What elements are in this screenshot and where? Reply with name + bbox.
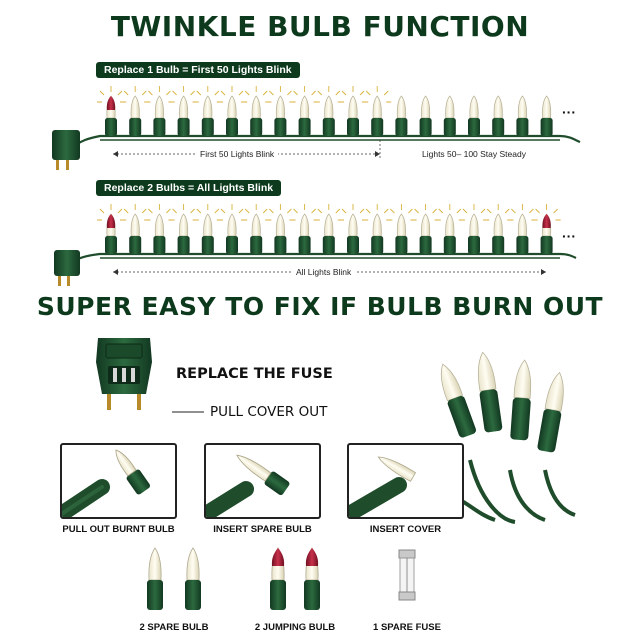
- accessory-caption-jumping-bulb: 2 JUMPING BULB: [254, 622, 336, 633]
- bulb: [435, 204, 464, 254]
- spare-bulbs-icon: [147, 547, 201, 610]
- bulb: [314, 86, 343, 136]
- bulb: [193, 86, 222, 136]
- bulb: [169, 86, 198, 136]
- bulb: [121, 86, 150, 136]
- blinking-bulb: [532, 204, 561, 254]
- bulb: [145, 86, 174, 136]
- blinking-bulb: [97, 86, 125, 136]
- bulb: [193, 204, 222, 254]
- row2-plug-icon: [54, 250, 80, 286]
- pull-cover-label: PULL COVER OUT: [210, 404, 328, 420]
- bulb-cluster-illustration: [440, 351, 576, 524]
- bulb: [339, 204, 367, 254]
- step-cover-panel: [347, 443, 464, 519]
- row1-bulbs: [97, 86, 553, 136]
- accessory-caption-spare-bulb: 2 SPARE BULB: [139, 622, 209, 633]
- bulb: [290, 204, 319, 254]
- bulb: [508, 204, 537, 254]
- bulb: [218, 86, 246, 136]
- bulb: [460, 204, 488, 254]
- insert-cover-icon: [349, 456, 417, 517]
- step-caption-cover: INSERT COVER: [369, 524, 442, 535]
- row1-more-indicator: ···: [562, 104, 576, 120]
- bulb: [339, 86, 367, 136]
- bulb: [411, 204, 440, 254]
- bulb: [443, 95, 456, 136]
- bulb: [540, 95, 553, 136]
- blinking-bulb: [97, 204, 125, 254]
- pull-out-bulb-icon: [62, 449, 150, 517]
- jumping-bulbs-icon: [270, 547, 320, 610]
- insert-bulb-icon: [206, 454, 290, 517]
- row1-label-steady: Lights 50– 100 Stay Steady: [418, 149, 530, 159]
- bulb: [419, 95, 432, 136]
- row2-light-string: [54, 204, 577, 286]
- bulb: [242, 86, 271, 136]
- bulb: [121, 204, 150, 254]
- bulb: [242, 204, 271, 254]
- page-title: TWINKLE BULB FUNCTION: [110, 10, 530, 43]
- bulb: [363, 204, 392, 254]
- bulb: [363, 86, 392, 136]
- row1-light-string: [52, 86, 581, 170]
- row1-banner: Replace 1 Bulb = First 50 Lights Blink: [96, 62, 300, 78]
- step-pull-panel: [60, 443, 177, 519]
- step-caption-pull: PULL OUT BURNT BULB: [62, 524, 175, 535]
- spare-fuse-icon: [398, 549, 416, 601]
- replace-fuse-label: REPLACE THE FUSE: [176, 366, 333, 382]
- bulb: [468, 95, 480, 136]
- bulb: [516, 95, 529, 136]
- bulb: [218, 204, 246, 254]
- bulb: [395, 95, 408, 136]
- row2-more-indicator: ···: [562, 228, 576, 244]
- fix-section-title: SUPER EASY TO FIX IF BULB BURN OUT: [36, 292, 604, 321]
- row2-label-all: All Lights Blink: [292, 267, 356, 277]
- bulb: [387, 204, 416, 254]
- bulb: [290, 86, 319, 136]
- row1-label-first-50: First 50 Lights Blink: [196, 149, 279, 159]
- row1-plug-icon: [52, 130, 80, 170]
- row2-bulbs: [97, 204, 561, 254]
- step-caption-insert: INSERT SPARE BULB: [213, 524, 312, 535]
- fuse-plug-icon: [96, 338, 152, 410]
- bulb: [145, 204, 174, 254]
- bulb: [266, 86, 295, 136]
- step-insert-panel: [204, 443, 321, 519]
- row2-banner: Replace 2 Bulbs = All Lights Blink: [96, 180, 282, 196]
- bulb: [484, 204, 513, 254]
- accessory-caption-spare-fuse: 1 SPARE FUSE: [373, 622, 441, 633]
- bulb: [169, 204, 198, 254]
- bulb: [314, 204, 343, 254]
- bulb: [492, 95, 505, 136]
- bulb: [266, 204, 295, 254]
